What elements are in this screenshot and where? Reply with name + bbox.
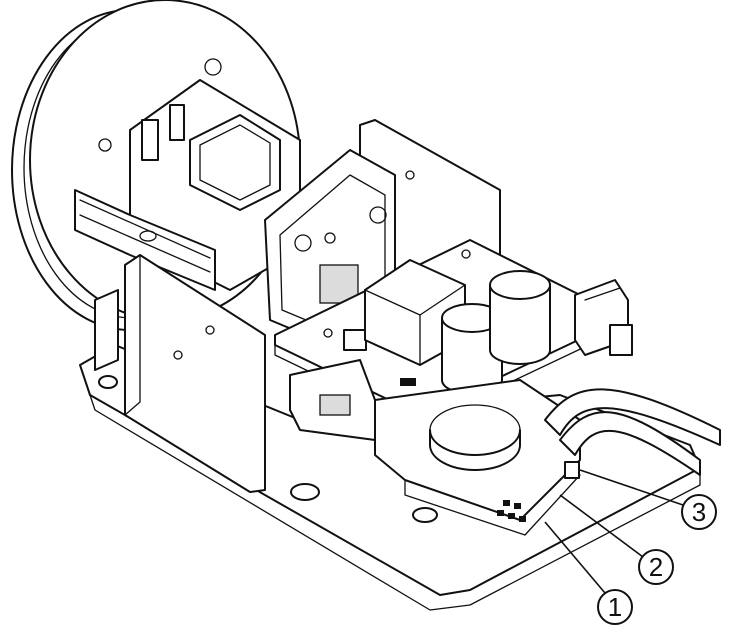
lens-block [74,79,301,291]
left-small-board [289,359,376,441]
callout-3-leader [579,469,684,506]
callout-2-label: 2 [649,552,663,582]
front-shield-plate [94,254,266,493]
lower-pcb [374,379,581,536]
callout-2-circle [638,549,674,585]
callout-3-label: 3 [692,497,706,527]
callout-1-circle [597,589,633,625]
capacitor-left [441,303,503,395]
capacitor-right [489,270,551,365]
right-connector [574,279,633,356]
cable-bundle [544,388,721,476]
callout-1: 1 [544,521,633,625]
callout-2: 2 [559,494,674,585]
callout-3-circle [681,494,717,530]
callout-2-leader [559,494,644,558]
callout-3: 3 [579,469,717,530]
callout-1-leader [544,521,606,594]
callout-1-label: 1 [608,592,622,622]
